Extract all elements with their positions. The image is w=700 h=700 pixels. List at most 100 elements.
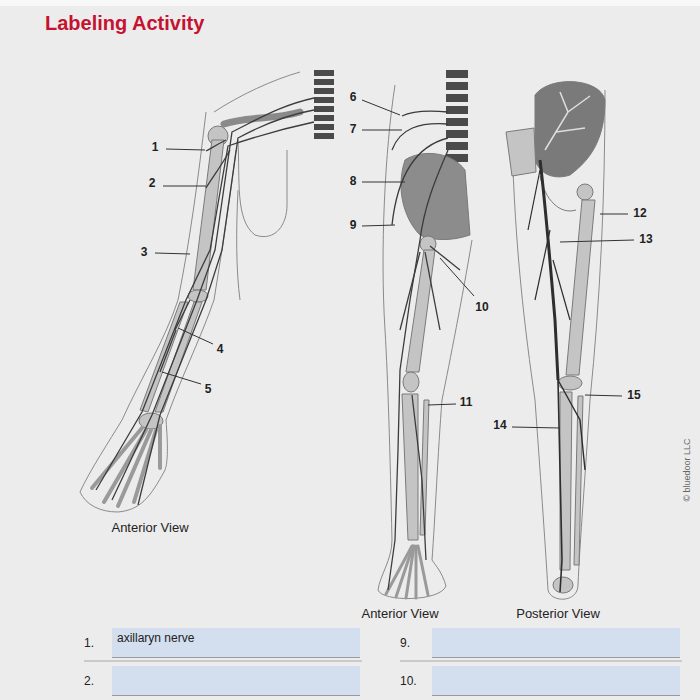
leg-nerves	[558, 380, 562, 592]
callout-number: 13	[639, 233, 652, 246]
callout-number: 9	[350, 219, 357, 232]
leg-nerves	[528, 160, 585, 592]
leg-nerves	[412, 395, 426, 560]
hand-bones	[158, 426, 162, 468]
pelvis-vessels	[545, 92, 590, 150]
answer-rule	[84, 661, 682, 662]
leader-line	[163, 186, 206, 187]
callout-number: 4	[217, 343, 224, 356]
callout-number: 11	[460, 396, 473, 409]
foot-bones	[386, 546, 428, 598]
leader-line	[178, 328, 213, 344]
leg-nerves	[400, 252, 420, 330]
copyright-watermark: © bluedoor LLC	[683, 438, 693, 501]
spine-bones	[314, 106, 334, 112]
foot-bones	[418, 546, 428, 595]
leg-nerves	[535, 230, 550, 300]
callout-number: 14	[493, 419, 506, 432]
leader-line	[560, 240, 634, 242]
answer-field: 2.	[84, 666, 360, 696]
leg-bones	[577, 184, 593, 200]
callout-number: 1	[152, 141, 159, 154]
answer-box	[432, 628, 680, 658]
skin-outline	[512, 140, 548, 590]
spine-bones	[446, 70, 468, 162]
leg-bones	[401, 153, 470, 239]
callout-number: 2	[149, 177, 156, 190]
leader-line	[166, 149, 205, 150]
leg-bones	[406, 250, 435, 372]
leader-line	[155, 100, 634, 428]
leader-line	[585, 395, 622, 396]
callout-number: 10	[475, 301, 488, 314]
answer-number: 9.	[400, 636, 410, 650]
arm-nerves	[206, 150, 230, 188]
leader-line	[362, 130, 402, 131]
top-strip	[0, 0, 700, 6]
answer-box	[112, 666, 360, 696]
callout-number: 5	[205, 383, 212, 396]
answer-rule	[84, 661, 362, 662]
leg-nerves	[392, 124, 448, 150]
leg-bones	[402, 394, 418, 540]
callout-number: 12	[633, 207, 646, 220]
view-caption: Posterior View	[516, 607, 600, 621]
arm-bones	[139, 112, 300, 429]
leader-line	[428, 404, 456, 405]
spine-bones	[314, 70, 334, 139]
spine-bones	[446, 94, 468, 102]
spine-bones	[446, 82, 468, 90]
leg-nerves	[425, 252, 440, 330]
foot-bones	[415, 546, 418, 598]
leader-line	[362, 182, 405, 183]
leader-line	[162, 372, 201, 384]
view-caption: Anterior View	[111, 521, 188, 535]
callout-number: 6	[350, 91, 357, 104]
answer-box: axillaryn nerve	[112, 628, 360, 658]
answer-box	[432, 666, 680, 696]
spine-bones	[446, 142, 468, 150]
leg-nerves	[553, 260, 570, 320]
leader-line	[600, 214, 628, 215]
answer-rule	[400, 661, 682, 662]
skin-outline	[378, 85, 472, 599]
anterior-leg-illustration	[378, 70, 472, 599]
skin-outline	[165, 150, 236, 470]
answer-number: 1.	[84, 636, 94, 650]
view-caption: Anterior View	[361, 607, 438, 621]
spine-bones	[446, 70, 468, 78]
answer-text: axillaryn nerve	[112, 628, 199, 648]
leader-line	[362, 225, 395, 226]
leg-bones	[401, 153, 470, 540]
spine-bones	[314, 124, 334, 130]
leg-bones	[574, 396, 583, 565]
spine-bones	[314, 133, 334, 139]
answer-number: 2.	[84, 674, 94, 688]
foot-bones	[406, 546, 414, 598]
arm-illustration	[80, 70, 334, 512]
leg-bones	[506, 82, 605, 593]
spine-bones	[314, 115, 334, 121]
pelvis-vessels	[556, 128, 585, 132]
answer-number: 10.	[400, 674, 417, 688]
leg-nerves	[528, 170, 540, 230]
leg-bones	[506, 128, 536, 176]
skin-outline	[378, 85, 395, 590]
leg-nerves	[388, 111, 460, 590]
leg-nerves	[388, 150, 448, 590]
arm-nerves	[175, 300, 190, 330]
posterior-leg-illustration	[506, 82, 605, 600]
leg-nerves	[402, 111, 448, 116]
arm-nerves	[206, 140, 226, 151]
spine-bones	[314, 79, 334, 85]
activity-title: Labeling Activity	[45, 12, 204, 35]
spine-bones	[314, 70, 334, 76]
arm-nerves	[96, 98, 314, 505]
leg-nerves	[430, 246, 460, 270]
spine-bones	[314, 88, 334, 94]
leader-line	[440, 258, 474, 296]
arm-nerves	[160, 330, 176, 372]
hand-bones	[134, 430, 156, 502]
